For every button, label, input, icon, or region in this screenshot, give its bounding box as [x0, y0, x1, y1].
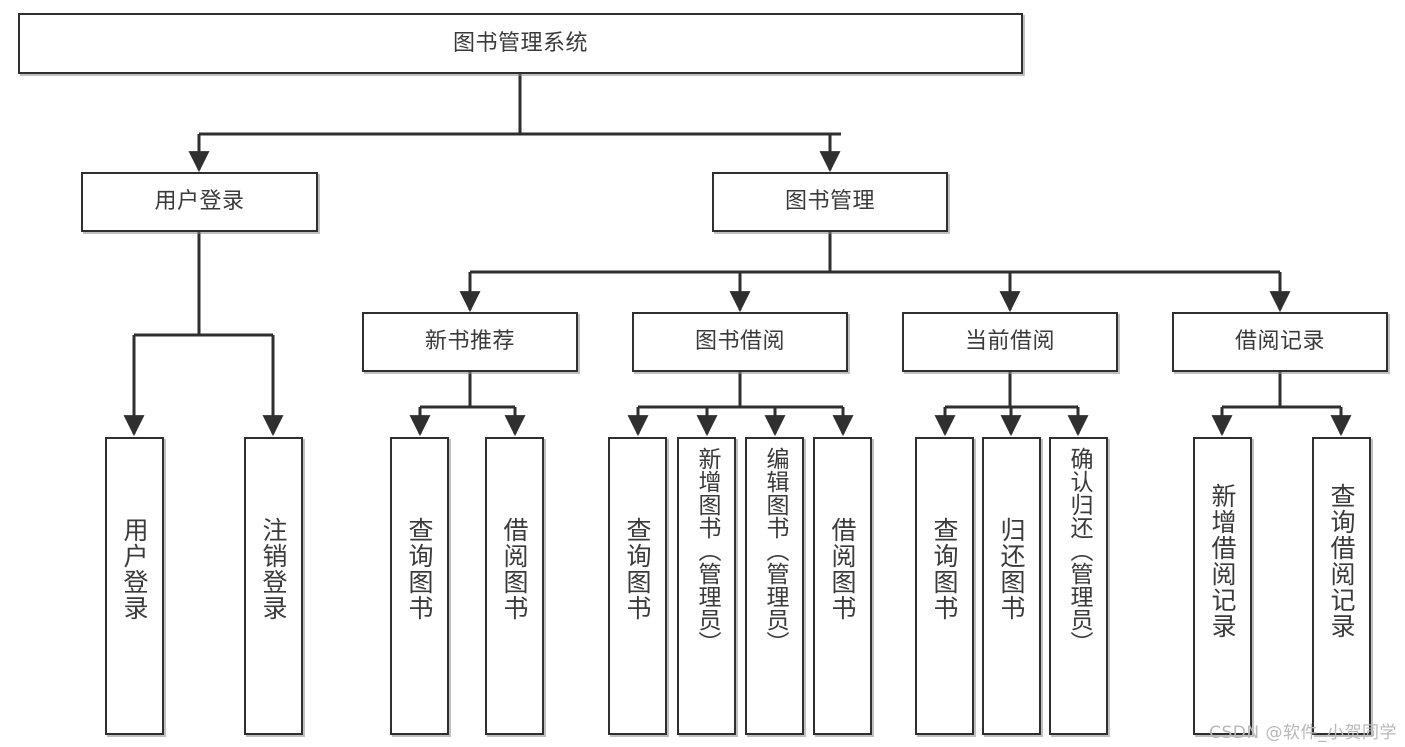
node-root[interactable]: 图书管理系统: [18, 13, 1023, 74]
node-leaf-query-book-3[interactable]: 查询图书: [915, 437, 974, 735]
node-leaf-query-record-label: 查询借阅记录: [1327, 483, 1356, 639]
node-user-login[interactable]: 用户登录: [81, 172, 318, 232]
node-root-label: 图书管理系统: [452, 30, 588, 56]
node-leaf-confirm-return-label: 确认归还（管理员）: [1066, 447, 1092, 654]
node-leaf-edit-book[interactable]: 编辑图书（管理员）: [745, 437, 804, 735]
node-leaf-add-book[interactable]: 新增图书（管理员）: [677, 437, 736, 735]
node-leaf-add-record[interactable]: 新增借阅记录: [1193, 437, 1252, 735]
node-leaf-edit-book-label: 编辑图书（管理员）: [762, 447, 788, 654]
node-book-borrow-label: 图书借阅: [694, 329, 785, 355]
node-new-book-recommend[interactable]: 新书推荐: [362, 312, 578, 372]
node-leaf-query-book-1[interactable]: 查询图书: [390, 437, 449, 735]
node-leaf-borrow-book-1-label: 借阅图书: [500, 517, 529, 621]
node-leaf-query-book-3-label: 查询图书: [930, 517, 959, 621]
node-leaf-add-record-label: 新增借阅记录: [1208, 483, 1237, 639]
node-leaf-add-book-label: 新增图书（管理员）: [694, 447, 720, 654]
node-leaf-return-book-label: 归还图书: [997, 517, 1026, 621]
node-new-book-recommend-label: 新书推荐: [424, 329, 515, 355]
node-borrow-record[interactable]: 借阅记录: [1172, 312, 1388, 372]
node-leaf-confirm-return[interactable]: 确认归还（管理员）: [1049, 437, 1108, 735]
node-leaf-logout[interactable]: 注销登录: [244, 437, 303, 735]
node-leaf-query-book-2-label: 查询图书: [623, 517, 652, 621]
node-leaf-query-book-1-label: 查询图书: [405, 517, 434, 621]
node-leaf-user-login[interactable]: 用户登录: [105, 437, 164, 735]
csdn-watermark: CSDN @软件_小贺同学: [1209, 723, 1397, 743]
node-leaf-borrow-book-2-label: 借阅图书: [828, 517, 857, 621]
node-leaf-user-login-label: 用户登录: [120, 517, 149, 621]
node-book-manage-label: 图书管理: [784, 189, 875, 215]
node-borrow-record-label: 借阅记录: [1234, 329, 1325, 355]
node-leaf-return-book[interactable]: 归还图书: [982, 437, 1041, 735]
node-current-borrow[interactable]: 当前借阅: [902, 312, 1118, 372]
node-current-borrow-label: 当前借阅: [964, 329, 1055, 355]
node-leaf-borrow-book-2[interactable]: 借阅图书: [813, 437, 872, 735]
node-user-login-label: 用户登录: [154, 189, 245, 215]
node-leaf-borrow-book-1[interactable]: 借阅图书: [485, 437, 544, 735]
node-leaf-logout-label: 注销登录: [259, 517, 288, 621]
node-book-borrow[interactable]: 图书借阅: [632, 312, 848, 372]
node-leaf-query-record[interactable]: 查询借阅记录: [1312, 437, 1371, 735]
node-book-manage[interactable]: 图书管理: [712, 172, 948, 232]
node-leaf-query-book-2[interactable]: 查询图书: [608, 437, 667, 735]
